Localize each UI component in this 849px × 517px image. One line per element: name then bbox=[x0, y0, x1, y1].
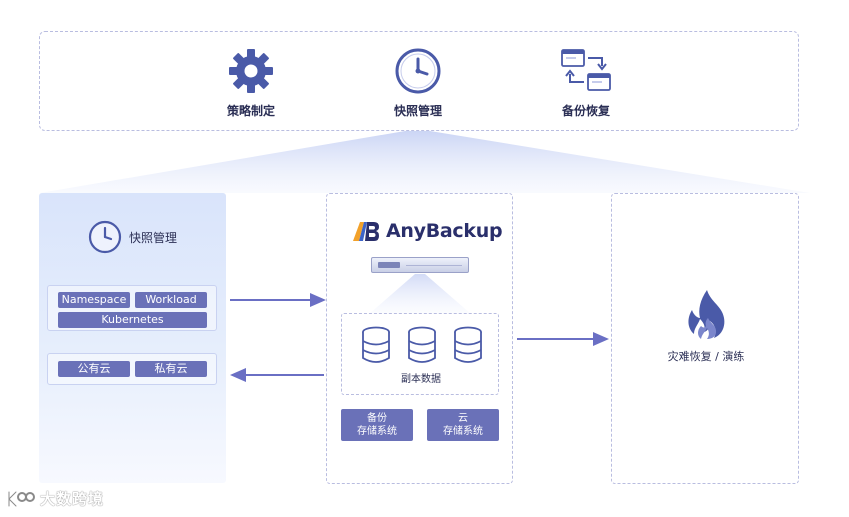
anybackup-brand: AnyBackup bbox=[352, 220, 503, 242]
left-panel-title-text: 快照管理 bbox=[129, 230, 178, 245]
replica-data-label: 副本数据 bbox=[401, 374, 441, 385]
snapshot-item: 快照管理 bbox=[358, 46, 478, 119]
k8s-group: Namespace Workload Kubernetes bbox=[47, 285, 217, 331]
chip-kubernetes: Kubernetes bbox=[58, 312, 207, 328]
backup-restore-label: 备份恢复 bbox=[561, 104, 610, 118]
backup-storage-line2: 存储系统 bbox=[357, 426, 397, 437]
arrow-to-anybackup bbox=[230, 293, 326, 307]
policy-item: 策略制定 bbox=[191, 46, 311, 119]
cloud-storage-button: 云 存储系统 bbox=[427, 409, 499, 441]
top-function-panel: 策略制定 快照管理 备份恢复 bbox=[39, 31, 799, 131]
chip-workload: Workload bbox=[135, 292, 207, 308]
disaster-recovery-panel: 灾难恢复 / 演练 bbox=[611, 193, 799, 484]
database-icon bbox=[408, 326, 436, 363]
anybackup-brand-name: AnyBackup bbox=[386, 220, 503, 242]
disaster-recovery-label: 灾难恢复 / 演练 bbox=[667, 350, 745, 363]
watermark: 大数跨境 bbox=[6, 488, 104, 509]
server-appliance-icon bbox=[371, 257, 469, 273]
cloud-storage-line1: 云 bbox=[458, 413, 468, 424]
gear-icon bbox=[229, 49, 273, 93]
spotlight-beam bbox=[40, 131, 810, 193]
clock-icon bbox=[88, 220, 122, 254]
arrow-to-source bbox=[230, 368, 324, 382]
replica-data-box: 副本数据 bbox=[341, 313, 499, 395]
backup-restore-item: 备份恢复 bbox=[526, 46, 646, 119]
chip-private-cloud: 私有云 bbox=[135, 361, 207, 377]
chip-public-cloud: 公有云 bbox=[58, 361, 130, 377]
anybackup-panel: AnyBackup bbox=[326, 193, 513, 484]
cloud-storage-line2: 存储系统 bbox=[443, 426, 483, 437]
database-icon bbox=[362, 326, 390, 363]
policy-label: 策略制定 bbox=[226, 104, 275, 118]
anybackup-logo-icon bbox=[353, 222, 379, 241]
backup-restore-icon bbox=[561, 49, 611, 91]
fire-icon bbox=[688, 290, 725, 339]
backup-storage-line1: 备份 bbox=[367, 413, 387, 424]
chip-namespace: Namespace bbox=[58, 292, 130, 308]
arrow-to-dr bbox=[517, 332, 609, 346]
watermark-logo-icon bbox=[7, 490, 35, 507]
database-icons bbox=[362, 326, 482, 363]
snapshot-label: 快照管理 bbox=[393, 104, 442, 118]
left-panel-title: 快照管理 bbox=[87, 219, 177, 255]
left-source-panel: 快照管理 Namespace Workload Kubernetes 公有云 私… bbox=[39, 193, 226, 483]
cloud-group: 公有云 私有云 bbox=[47, 353, 217, 385]
database-icon bbox=[454, 326, 482, 363]
clock-icon bbox=[395, 48, 441, 94]
backup-storage-button: 备份 存储系统 bbox=[341, 409, 413, 441]
server-beam bbox=[369, 274, 471, 314]
watermark-text: 大数跨境 bbox=[40, 490, 105, 508]
